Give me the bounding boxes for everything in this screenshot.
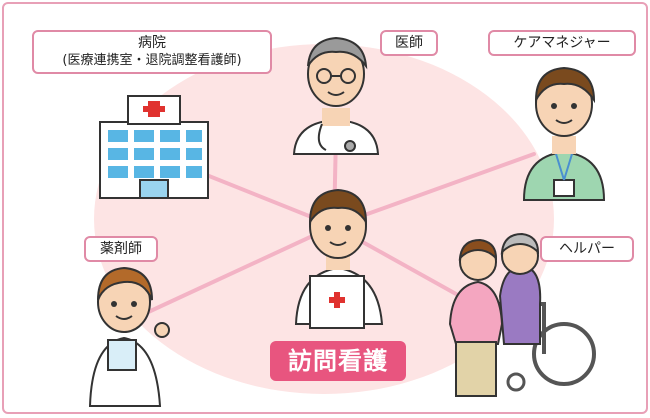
care-manager-label: ケアマネジャー <box>488 30 636 56</box>
nurse-icon <box>294 188 384 329</box>
hospital-label-line1: 病院 <box>138 35 166 51</box>
care-manager-icon <box>522 66 606 201</box>
helper-label: ヘルパー <box>540 236 634 262</box>
pharmacist-label: 薬剤師 <box>84 236 158 262</box>
link-care-manager <box>332 152 536 228</box>
hospital-label: 病院 (医療連携室・退院調整看護師) <box>32 30 272 74</box>
link-pharmacist <box>142 224 336 316</box>
pharmacist-icon <box>88 266 170 407</box>
diagram-frame: 病院 (医療連携室・退院調整看護師) 医師 ケアマネジャー <box>2 2 648 414</box>
doctor-label: 医師 <box>380 30 438 56</box>
center-title-badge: 訪問看護 <box>270 341 406 381</box>
hospital-icon <box>99 95 209 199</box>
hospital-label-line2: (医療連携室・退院調整看護師) <box>62 53 242 68</box>
helper-icon <box>448 232 596 397</box>
doctor-icon <box>292 36 380 155</box>
